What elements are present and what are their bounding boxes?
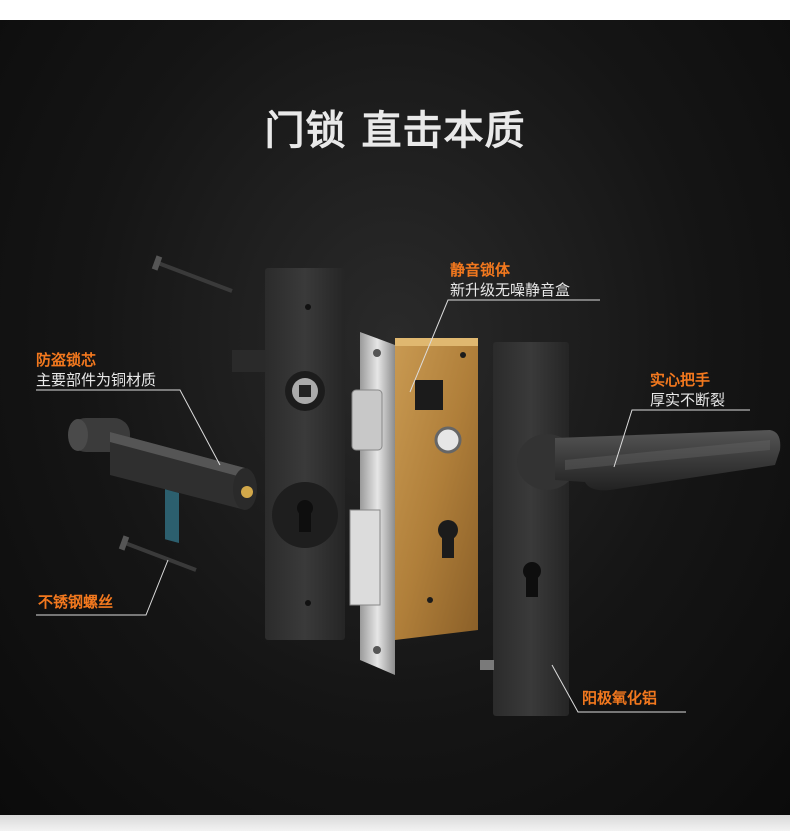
callout-cylinder: 防盗锁芯 主要部件为铜材质 — [36, 350, 156, 390]
leader-lock-body — [409, 299, 600, 393]
callout-cylinder-desc: 主要部件为铜材质 — [36, 371, 157, 389]
mortise-faceplate — [349, 332, 395, 675]
leader-handle — [613, 409, 750, 468]
callout-handle-heading: 实心把手 — [650, 371, 711, 389]
lock-body — [395, 338, 478, 640]
callout-plate: 阳极氧化铝 — [582, 688, 657, 708]
callout-lock-body-heading: 静音锁体 — [450, 261, 511, 279]
bottom-strip — [0, 815, 790, 831]
callout-cylinder-heading: 防盗锁芯 — [36, 351, 97, 369]
lock-assembly-illustration — [36, 255, 781, 716]
product-canvas: 门锁 直击本质 — [0, 20, 790, 815]
leader-plate — [551, 664, 686, 713]
callout-handle-desc: 厚实不断裂 — [650, 391, 726, 409]
callout-lock-body: 静音锁体 新升级无噪静音盒 — [450, 260, 570, 300]
screw-top — [151, 255, 233, 293]
leader-cylinder — [36, 389, 221, 466]
callout-screws: 不锈钢螺丝 — [38, 592, 113, 612]
back-plate — [480, 342, 569, 716]
leader-screws — [36, 559, 169, 616]
page-title: 门锁 直击本质 — [264, 108, 526, 154]
screw-bottom — [118, 535, 197, 572]
callout-screws-heading: 不锈钢螺丝 — [38, 593, 114, 611]
front-plate — [265, 268, 345, 640]
lever-handle — [517, 430, 781, 491]
callout-handle: 实心把手 厚实不断裂 — [650, 370, 725, 410]
lock-cylinder — [68, 418, 257, 543]
callout-plate-heading: 阳极氧化铝 — [582, 689, 658, 707]
callout-lock-body-desc: 新升级无噪静音盒 — [450, 281, 571, 299]
